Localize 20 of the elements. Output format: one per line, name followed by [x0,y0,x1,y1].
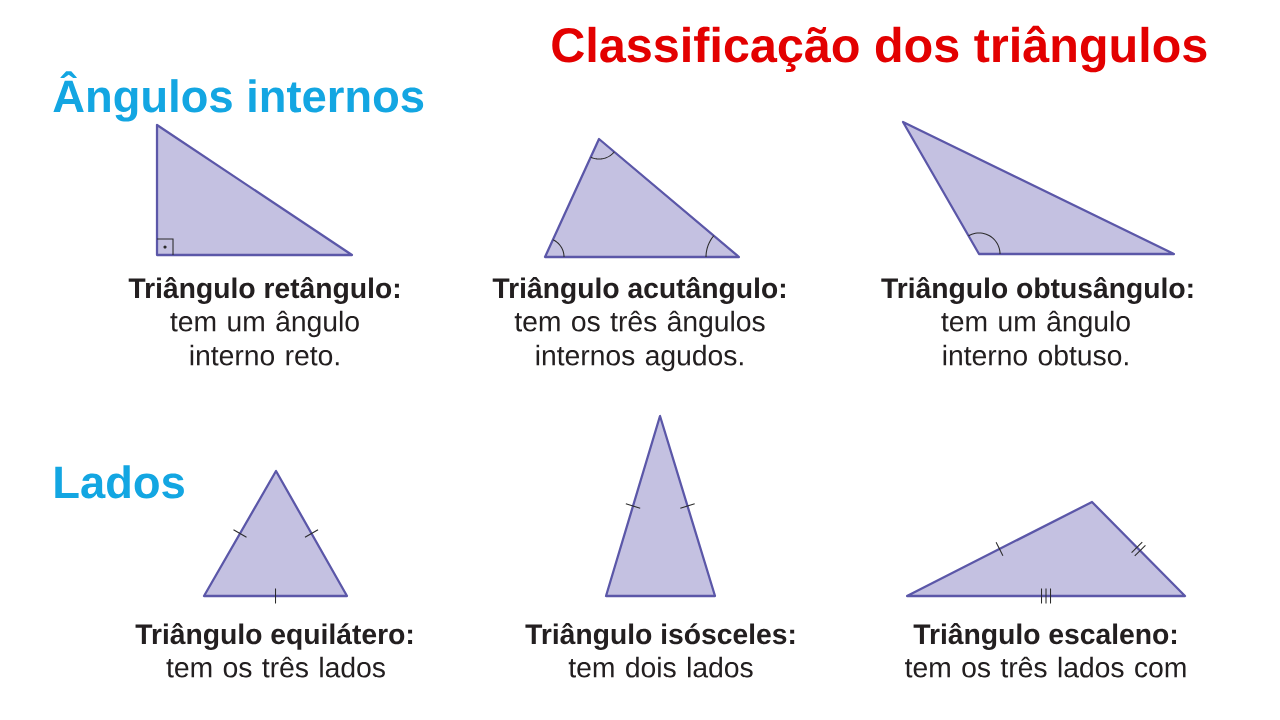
caption-text: tem um ângulo interno obtuso. [941,310,1130,366]
caption-heading: Triângulo retângulo: [128,276,399,304]
caption-text: tem os três ângulos internos agudos. [514,310,765,372]
caption-text: tem dois lados [568,656,753,678]
caption-heading: Triângulo equilátero: [135,622,413,650]
triangle [901,120,1176,256]
triangle [543,137,741,259]
caption-text: tem os três lados [166,656,385,678]
triangle [155,123,354,257]
triangle [604,414,717,598]
caption-heading: Triângulo obtusângulo: [881,276,1193,304]
triangle [905,500,1187,598]
section-heading: Ângulos internos [53,71,424,122]
title: Classificação dos triângulos [552,25,1207,73]
triangle [202,469,349,598]
caption-heading: Triângulo isósceles: [525,622,795,650]
caption-heading: Triângulo acutângulo: [492,276,785,304]
caption-text: tem um ângulo interno reto. [170,310,359,366]
caption-text: tem os três lados com [905,656,1186,678]
caption-heading: Triângulo escaleno: [913,622,1176,650]
